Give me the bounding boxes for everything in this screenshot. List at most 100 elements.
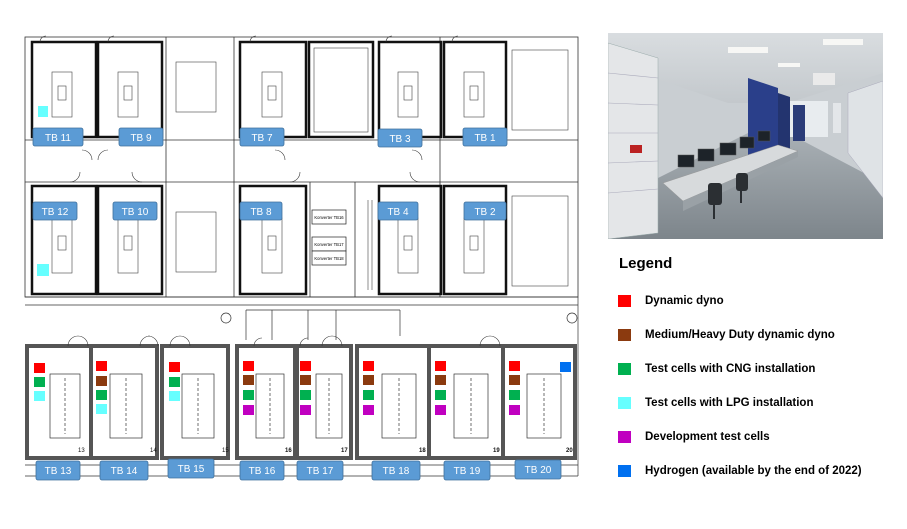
lpg-marker-tb12 xyxy=(37,264,49,276)
svg-text:TB 7: TB 7 xyxy=(251,133,273,144)
tag-tb14: TB 14 xyxy=(99,460,149,481)
legend-swatch-cng xyxy=(618,363,631,375)
tag-tb11: TB 11 xyxy=(32,127,84,147)
legend-title: Legend xyxy=(619,255,673,272)
tag-tb15: TB 15 xyxy=(167,458,215,479)
cell-tb17 xyxy=(295,344,353,460)
room-number-16: 16 xyxy=(285,448,292,454)
svg-text:TB 9: TB 9 xyxy=(130,133,152,144)
marker-tb16-heavy xyxy=(243,375,254,385)
legend-label-dynamic: Dynamic dyno xyxy=(645,295,724,307)
svg-text:TB 14: TB 14 xyxy=(111,466,138,477)
legend-label-development: Development test cells xyxy=(645,431,770,443)
cell-tb14 xyxy=(89,344,159,460)
room-number-17: 17 xyxy=(341,448,348,454)
svg-text:TB 4: TB 4 xyxy=(387,207,409,218)
legend-label-cng: Test cells with CNG installation xyxy=(645,363,816,375)
room-number-14: 14 xyxy=(150,448,157,454)
cell-tb4 xyxy=(377,184,443,296)
svg-text:TB 19: TB 19 xyxy=(454,466,481,477)
cell-tb11 xyxy=(30,40,98,139)
legend-item-hydrogen: Hydrogen (available by the end of 2022) xyxy=(612,454,902,488)
floor-plan: Konverter TB16 Konverter TB17 Konverter … xyxy=(24,35,579,481)
converter-label-tb18: Konverter TB18 xyxy=(314,256,344,261)
marker-tb19-heavy xyxy=(435,375,446,385)
cell-tb12 xyxy=(30,184,98,296)
marker-tb13-cng xyxy=(34,377,45,387)
room-number-15: 15 xyxy=(222,448,229,454)
svg-text:TB 13: TB 13 xyxy=(45,466,72,477)
converter-label-tb17: Konverter TB17 xyxy=(314,242,344,247)
marker-tb20-hydrogen xyxy=(560,362,571,372)
marker-tb16-dynamic xyxy=(243,361,254,371)
legend-item-dynamic: Dynamic dyno xyxy=(612,284,902,318)
cell-tb-center xyxy=(307,40,375,139)
cell-tb13 xyxy=(25,344,93,460)
marker-tb13-lpg xyxy=(34,391,45,401)
marker-tb18-dynamic xyxy=(363,361,374,371)
building-outline xyxy=(24,36,579,298)
legend-swatch-hydrogen xyxy=(618,465,631,477)
svg-text:TB 15: TB 15 xyxy=(178,464,205,475)
converter-box-tb16 xyxy=(311,209,347,225)
marker-tb17-heavy xyxy=(300,375,311,385)
svg-text:TB 3: TB 3 xyxy=(389,134,411,145)
room-number-20: 20 xyxy=(566,448,573,454)
svg-text:TB 12: TB 12 xyxy=(42,207,69,218)
marker-tb14-lpg xyxy=(96,404,107,414)
lpg-marker-tb11 xyxy=(38,106,48,117)
cell-tb10 xyxy=(96,184,164,296)
marker-tb20-dynamic xyxy=(509,361,520,371)
tag-tb12: TB 12 xyxy=(32,201,78,221)
tag-tb4: TB 4 xyxy=(377,201,419,221)
cell-tb20 xyxy=(501,344,577,460)
room-number-18: 18 xyxy=(419,448,426,454)
marker-tb17-dynamic xyxy=(300,361,311,371)
marker-tb18-dev xyxy=(363,405,374,415)
marker-tb18-heavy xyxy=(363,375,374,385)
legend-swatch-development xyxy=(618,431,631,443)
tag-tb1: TB 1 xyxy=(462,127,508,147)
marker-tb14-dynamic xyxy=(96,361,107,371)
svg-text:TB 16: TB 16 xyxy=(249,466,276,477)
tag-tb9: TB 9 xyxy=(118,127,164,147)
marker-tb17-cng xyxy=(300,390,311,400)
legend-swatch-lpg xyxy=(618,397,631,409)
legend-label-lpg: Test cells with LPG installation xyxy=(645,397,814,409)
converter-label-tb16: Konverter TB16 xyxy=(314,215,344,220)
room-number-13: 13 xyxy=(78,448,85,454)
marker-tb20-dev xyxy=(509,405,520,415)
converter-box-tb18 xyxy=(311,250,347,266)
svg-text:TB 2: TB 2 xyxy=(474,207,496,218)
marker-tb13-dynamic xyxy=(34,363,45,373)
tag-tb20: TB 20 xyxy=(514,459,562,480)
cell-tb9 xyxy=(96,40,164,139)
marker-tb18-cng xyxy=(363,390,374,400)
cell-tb2 xyxy=(442,184,508,296)
marker-tb20-cng xyxy=(509,390,520,400)
legend-item-development: Development test cells xyxy=(612,420,902,454)
legend-label-hydrogen: Hydrogen (available by the end of 2022) xyxy=(645,465,862,477)
tag-tb16: TB 16 xyxy=(239,460,285,481)
marker-tb17-dev xyxy=(300,405,311,415)
tag-tb8: TB 8 xyxy=(239,201,283,221)
cell-tb3 xyxy=(377,40,443,139)
legend-item-lpg: Test cells with LPG installation xyxy=(612,386,902,420)
legend: Legend Dynamic dyno Medium/Heavy Duty dy… xyxy=(612,255,902,488)
tag-tb2: TB 2 xyxy=(463,201,507,221)
svg-text:TB 8: TB 8 xyxy=(250,207,272,218)
legend-item-cng: Test cells with CNG installation xyxy=(612,352,902,386)
marker-tb14-cng xyxy=(96,390,107,400)
marker-tb14-heavy xyxy=(96,376,107,386)
marker-tb16-dev xyxy=(243,405,254,415)
legend-swatch-heavy xyxy=(618,329,631,341)
svg-text:TB 17: TB 17 xyxy=(307,466,334,477)
cell-tb15 xyxy=(160,344,230,460)
cell-tb1 xyxy=(442,40,508,139)
marker-tb15-dynamic xyxy=(169,362,180,372)
tag-tb3: TB 3 xyxy=(377,128,423,148)
tag-tb13: TB 13 xyxy=(35,460,81,481)
marker-tb19-cng xyxy=(435,390,446,400)
marker-tb15-lpg xyxy=(169,391,180,401)
tag-tb17: TB 17 xyxy=(296,460,344,481)
